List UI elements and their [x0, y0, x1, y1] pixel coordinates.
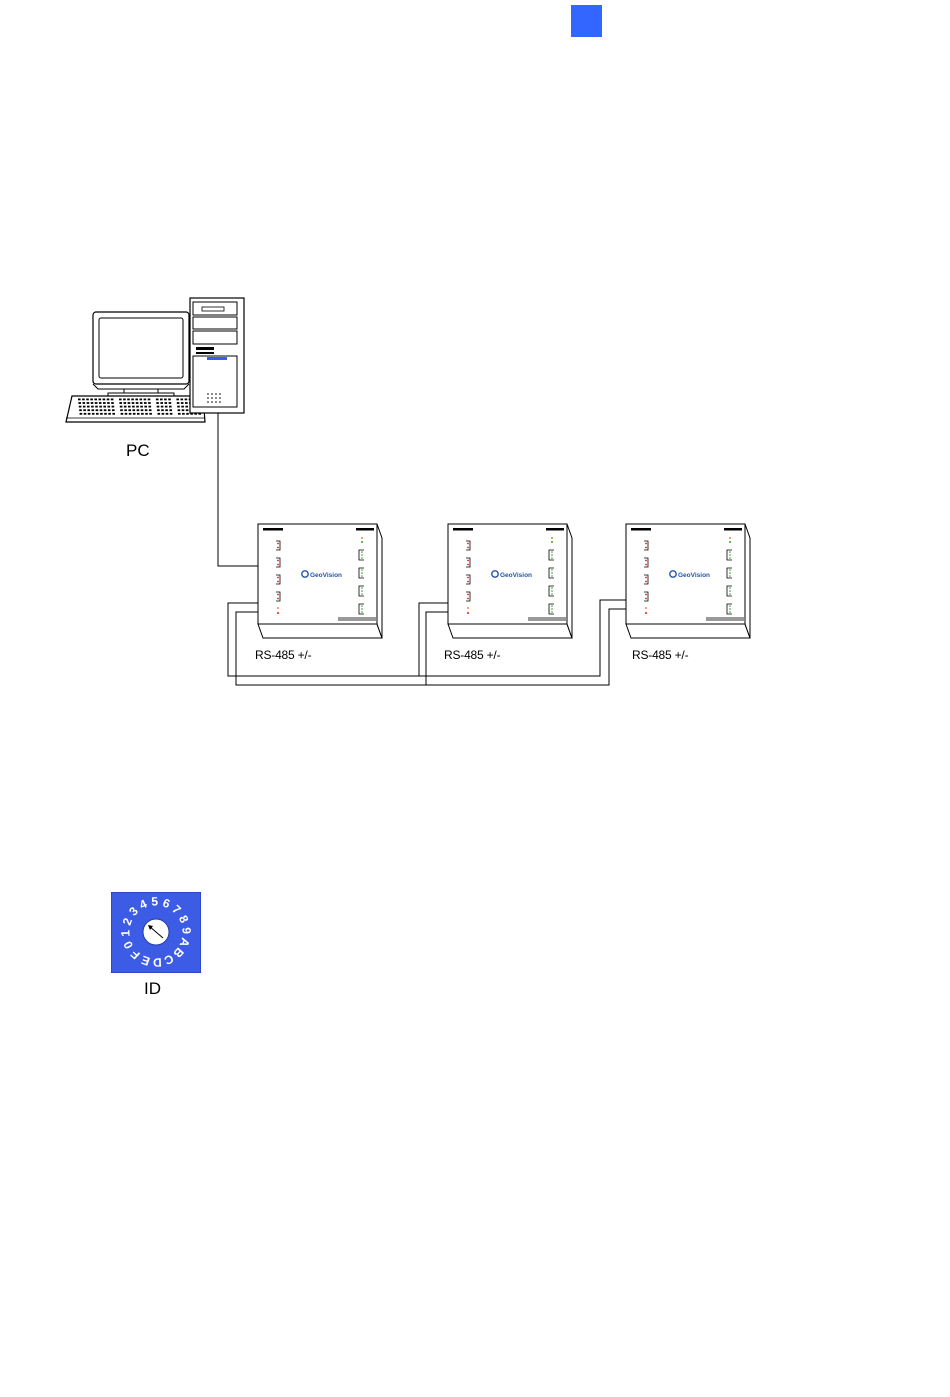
pc-cable [218, 413, 258, 566]
pc-computer [66, 298, 244, 422]
pc-label: PC [126, 441, 150, 461]
rs485-label-1: RS-485 +/- [255, 648, 311, 662]
controller-2: GeoVision [448, 524, 572, 638]
svg-text:GeoVision: GeoVision [310, 572, 342, 579]
monitor-icon [93, 312, 189, 396]
controller-3: GeoVision [626, 524, 750, 638]
controller-1: GeoVision [258, 524, 382, 638]
dial-digit: D [152, 955, 162, 969]
svg-text:GeoVision: GeoVision [500, 572, 532, 579]
id-label: ID [144, 979, 161, 999]
dial-digit: 5 [151, 894, 159, 908]
pc-tower-icon [190, 298, 244, 413]
svg-text:GeoVision: GeoVision [678, 572, 710, 579]
rs485-label-2: RS-485 +/- [444, 648, 500, 662]
dial-digit: 1 [118, 929, 132, 937]
dial-digit: 9 [179, 927, 193, 935]
rs485-label-3: RS-485 +/- [632, 648, 688, 662]
keyboard-icon [66, 396, 205, 422]
